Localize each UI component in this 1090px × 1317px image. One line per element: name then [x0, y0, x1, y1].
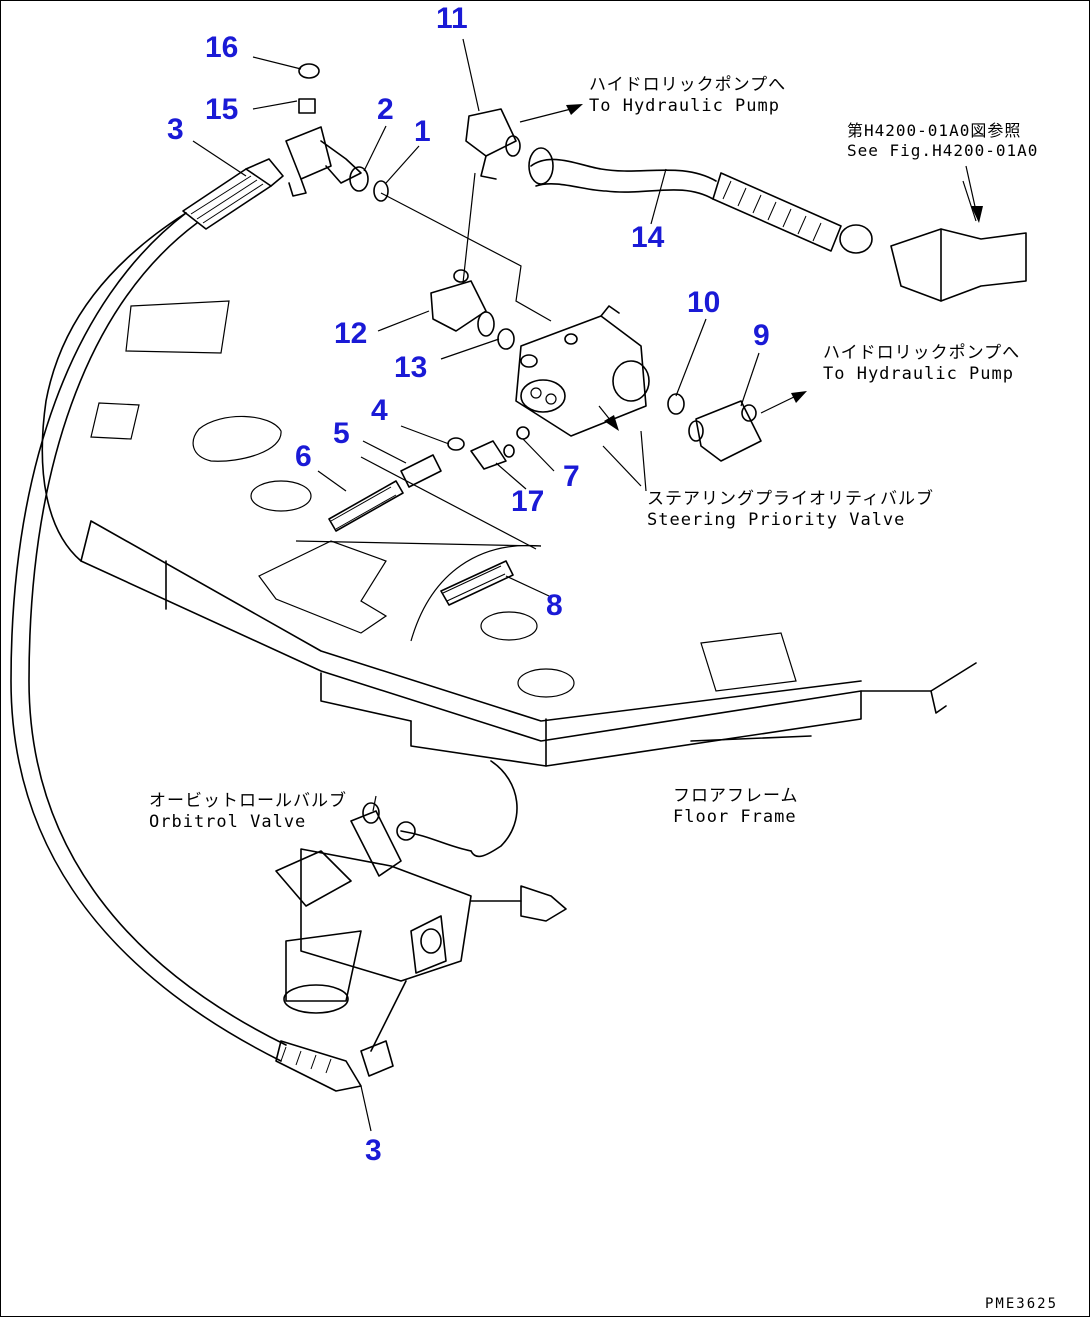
callout-11: 11 [436, 2, 468, 35]
label-en: To Hydraulic Pump [823, 364, 1014, 385]
callout-4: 4 [371, 394, 388, 427]
callout-5: 5 [333, 417, 350, 450]
label-jp: オービットロールバルブ [149, 791, 347, 811]
pump-hose-assembly [462, 108, 1027, 302]
label-jp: フロアフレーム [673, 786, 799, 806]
tee-assembly [182, 63, 552, 322]
drawing-code: PME3625 [985, 1296, 1059, 1312]
callout-2: 2 [377, 93, 394, 126]
label-jp: ステアリングプライオリティバルブ [647, 489, 934, 509]
steering-priority-valve [515, 305, 650, 492]
label-to-hydraulic-pump-right: ハイドロリックポンプへ To Hydraulic Pump [823, 343, 1020, 386]
label-jp: 第H4200-01A0図参照 [847, 121, 1022, 140]
label-to-hydraulic-pump-top: ハイドロリックポンプへ To Hydraulic Pump [589, 75, 786, 118]
label-en: Steering Priority Valve [647, 510, 906, 531]
callout-14: 14 [631, 221, 665, 254]
label-jp: ハイドロリックポンプへ [823, 343, 1021, 363]
callout-15: 15 [205, 93, 239, 126]
callout-16: 16 [205, 31, 239, 64]
label-en: Orbitrol Valve [149, 812, 307, 833]
callout-17: 17 [511, 485, 545, 518]
callout-12: 12 [334, 317, 368, 350]
fitting-9 [328, 393, 762, 606]
callout-8: 8 [546, 589, 563, 622]
floor-frame-outline [10, 212, 977, 1062]
leader-lines [192, 38, 983, 1132]
callout-7: 7 [563, 460, 580, 493]
label-en: To Hydraulic Pump [589, 96, 780, 117]
fitting-12 [430, 269, 515, 350]
label-jp: ハイドロリックポンプへ [589, 75, 787, 95]
callout-3-top: 3 [167, 113, 184, 146]
label-figure-reference: 第H4200-01A0図参照 See Fig.H4200-01A0 [847, 121, 1038, 161]
label-orbitrol-valve: オービットロールバルブ Orbitrol Valve [149, 791, 347, 834]
callout-10: 10 [687, 286, 721, 319]
label-en: Floor Frame [673, 807, 797, 828]
label-steering-priority-valve: ステアリングプライオリティバルブ Steering Priority Valve [647, 489, 934, 532]
orbitrol-valve-assembly [275, 760, 567, 1092]
label-floor-frame: フロアフレーム Floor Frame [673, 786, 799, 829]
callout-3-bottom: 3 [365, 1134, 382, 1167]
callout-1: 1 [414, 115, 431, 148]
callout-9: 9 [753, 319, 770, 352]
label-en: See Fig.H4200-01A0 [847, 141, 1039, 160]
callout-13: 13 [394, 351, 428, 384]
callout-6: 6 [295, 440, 312, 473]
